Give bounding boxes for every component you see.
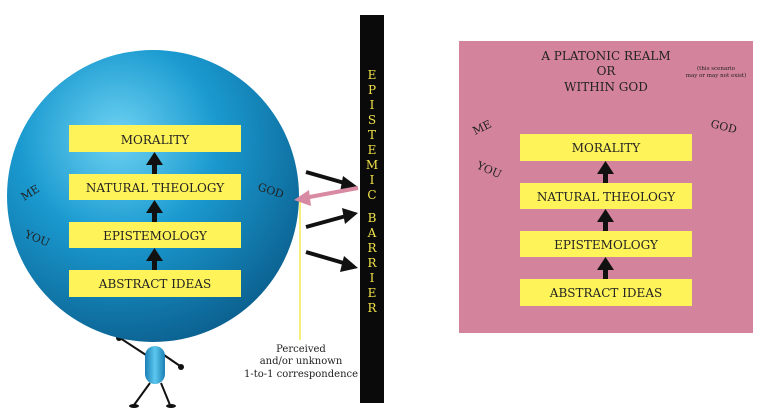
realm-stack: MORALITY NATURAL THEOLOGY EPISTEMOLOGY A… [520,134,692,306]
left-up-arrows [146,152,163,270]
left-box-abstract-ideas [69,270,241,297]
svg-text:Perceived: Perceived [276,344,326,355]
svg-text:I: I [370,173,375,187]
svg-text:I: I [370,98,375,112]
realm-title: A PLATONIC REALM OR WITHIN GOD [540,49,670,94]
realm-box-abstract-ideas [520,279,692,306]
correspondence-note: Perceived and/or unknown 1-to-1 correspo… [244,344,358,380]
god-arrow [294,186,359,206]
barrier-word-barrier: B A R R I E R [367,211,378,315]
svg-text:R: R [367,301,377,315]
svg-text:and/or unknown: and/or unknown [260,356,343,367]
svg-text:E: E [368,143,377,157]
realm-box-natural-theology [520,183,692,209]
svg-text:A: A [367,226,377,240]
stick-figure [116,335,184,408]
left-box-natural-theology-label: NATURAL THEOLOGY [86,181,225,195]
barrier-arrows [305,170,358,272]
svg-text:M: M [366,158,378,172]
svg-text:R: R [367,256,377,270]
svg-text:P: P [368,83,376,97]
realm-box-epistemology [520,231,692,257]
realm-box-morality-label: MORALITY [572,141,642,155]
realm-box-natural-theology-label: NATURAL THEOLOGY [537,190,676,204]
realm-note: (this scenario may or may not exist) [686,65,747,79]
svg-text:S: S [368,113,376,127]
realm-box-abstract-ideas-label: ABSTRACT IDEAS [549,286,662,300]
left-box-epistemology-label: EPISTEMOLOGY [103,229,208,243]
svg-text:1-to-1 correspondence: 1-to-1 correspondence [244,369,358,380]
svg-text:WITHIN GOD: WITHIN GOD [564,80,648,94]
svg-text:E: E [368,286,377,300]
realm-up-arrows [597,161,614,279]
left-stack: MORALITY NATURAL THEOLOGY EPISTEMOLOGY A… [69,125,241,297]
barrier-word-epistemic: E P I S T E M I C [366,68,378,202]
svg-text:B: B [368,211,377,225]
svg-text:A PLATONIC REALM: A PLATONIC REALM [540,49,670,63]
svg-text:C: C [367,188,376,202]
realm-box-morality [520,134,692,161]
svg-text:T: T [368,128,376,142]
svg-text:OR: OR [597,64,617,78]
left-box-abstract-ideas-label: ABSTRACT IDEAS [98,277,211,291]
svg-text:may or may not exist): may or may not exist) [686,72,747,79]
realm-box-epistemology-label: EPISTEMOLOGY [554,238,659,252]
realm-label-god: GOD [709,117,738,136]
svg-text:R: R [367,241,377,255]
left-box-morality-label: MORALITY [121,133,191,147]
svg-text:E: E [368,68,377,82]
epistemic-barrier [360,15,384,403]
left-box-natural-theology [69,174,241,200]
left-box-morality [69,125,241,152]
left-box-epistemology [69,222,241,248]
svg-text:I: I [370,271,375,285]
svg-text:(this scenario: (this scenario [697,65,736,72]
